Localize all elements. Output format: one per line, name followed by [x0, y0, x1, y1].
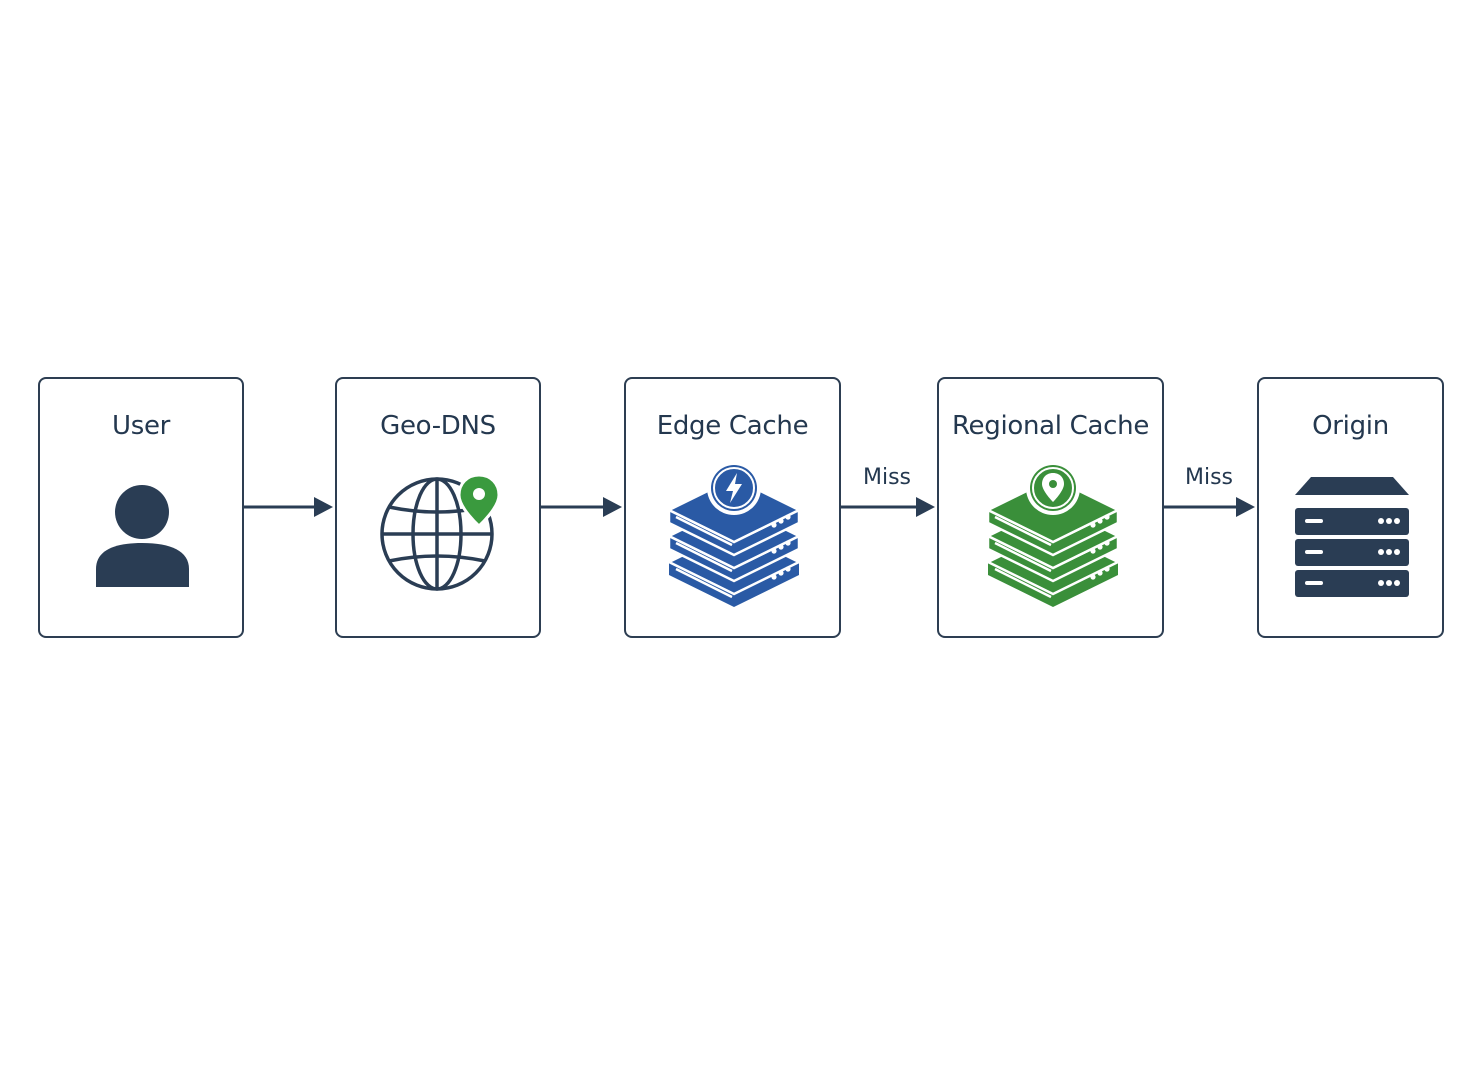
- node-origin: Origin: [1257, 377, 1444, 638]
- location-pin-icon: [457, 473, 501, 529]
- arrowhead-icon: [1236, 497, 1255, 517]
- node-edge-cache: Edge Cache: [624, 377, 841, 638]
- edge-label-miss: Miss: [862, 465, 912, 490]
- node-title: Origin: [1312, 411, 1389, 441]
- edge-edge-cache-to-regional-cache: [841, 497, 935, 517]
- arrowhead-icon: [314, 497, 333, 517]
- node-regional-cache: Regional Cache: [937, 377, 1164, 638]
- node-user: User: [38, 377, 244, 638]
- arrowhead-icon: [916, 497, 935, 517]
- node-title: Edge Cache: [656, 411, 809, 441]
- server-lightning-icon: [666, 461, 802, 607]
- arrowhead-icon: [603, 497, 622, 517]
- node-title: Regional Cache: [951, 411, 1150, 441]
- server-rack-icon: [1295, 477, 1409, 597]
- edge-geo-dns-to-edge-cache: [541, 497, 622, 517]
- person-icon: [96, 485, 189, 587]
- server-pin-icon: [985, 461, 1121, 607]
- node-title: User: [111, 411, 171, 441]
- lightning-icon: [707, 461, 761, 515]
- node-title: Geo-DNS: [380, 411, 496, 441]
- edge-regional-cache-to-origin: [1164, 497, 1255, 517]
- node-geo-dns: Geo-DNS: [335, 377, 541, 638]
- edge-user-to-geo-dns: [244, 497, 333, 517]
- globe-pin-icon: [380, 473, 501, 591]
- edge-label-miss: Miss: [1184, 465, 1234, 490]
- location-pin-icon: [1026, 461, 1080, 515]
